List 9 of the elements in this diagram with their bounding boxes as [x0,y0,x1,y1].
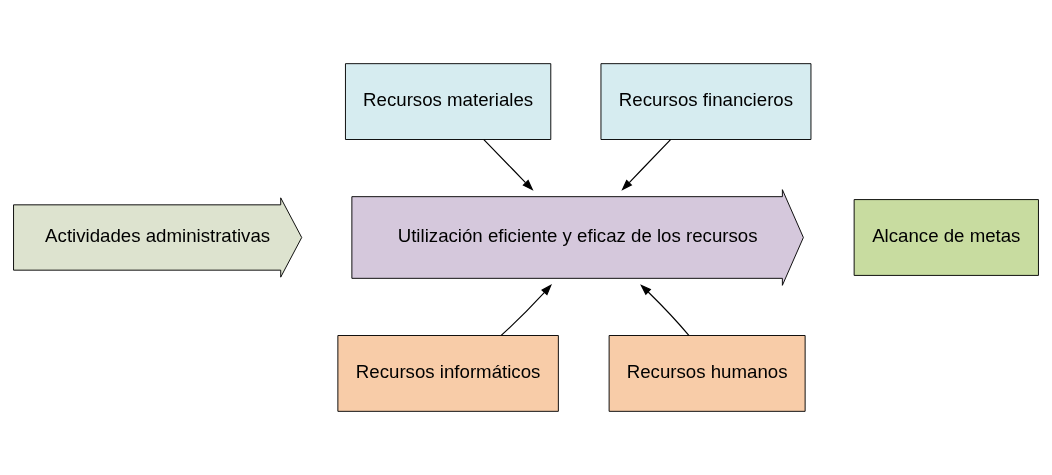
node-box: Recursos materiales [345,63,552,140]
node-box: Recursos humanos [608,335,806,412]
node-box: Recursos informáticos [337,335,559,412]
arrow [640,284,690,337]
node-box: Recursos financieros [600,63,812,140]
arrow [500,284,552,337]
node-box: Alcance de metas [853,199,1039,276]
arrow [483,139,534,191]
arrow [621,139,672,191]
